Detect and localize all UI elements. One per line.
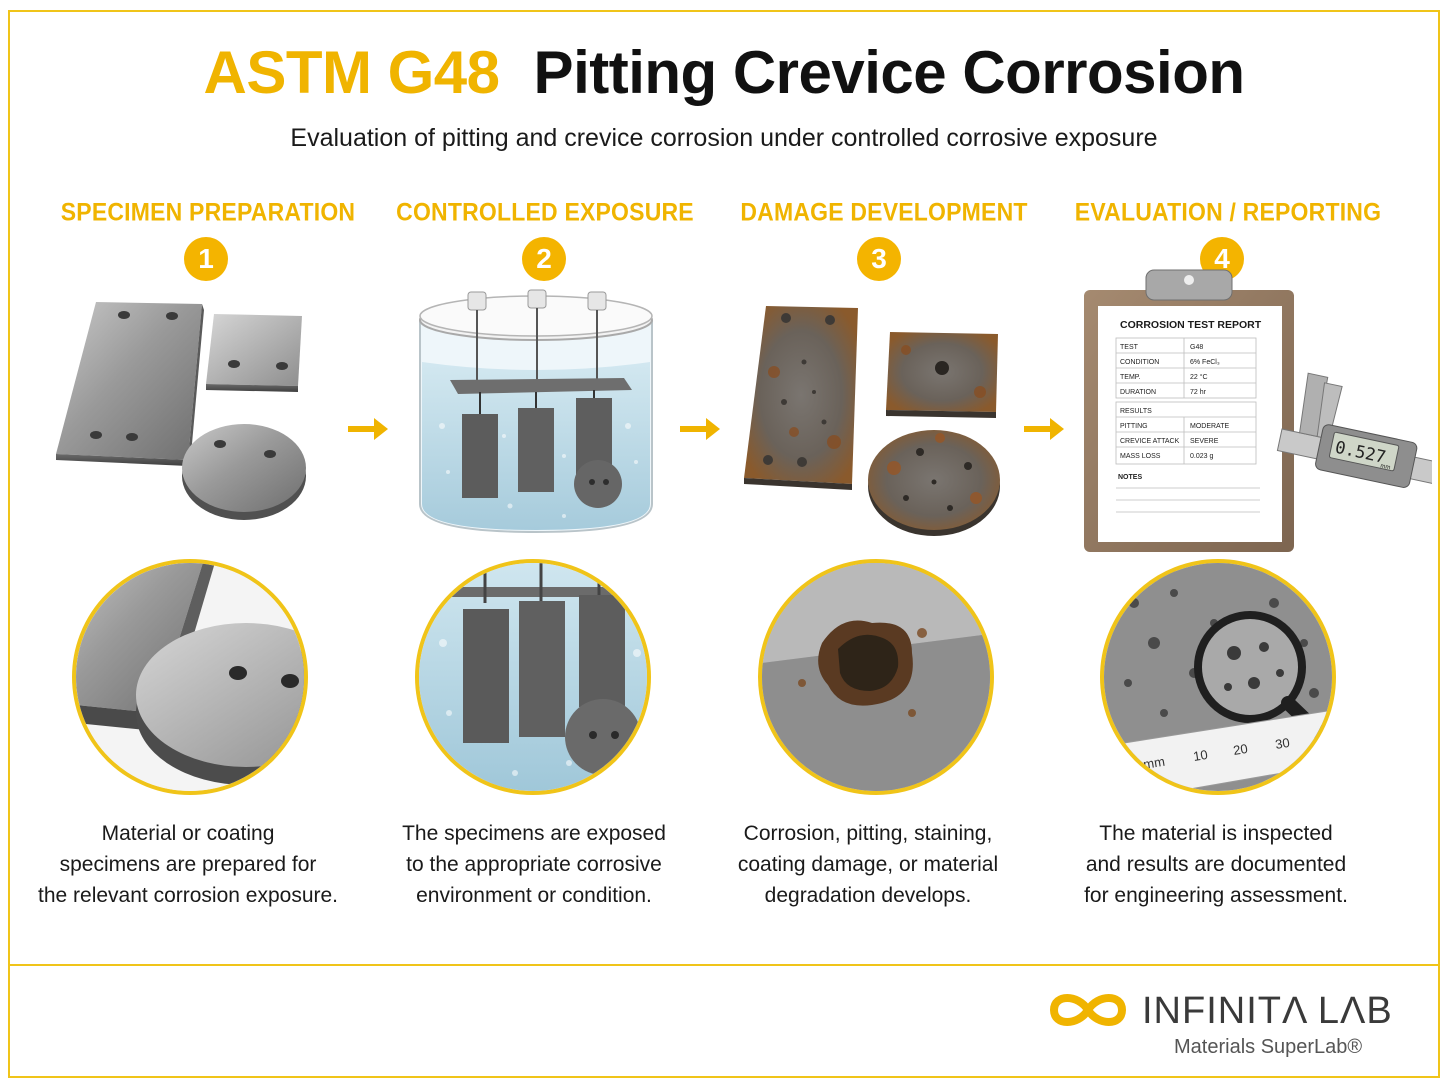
step-2-caption: The specimens are exposed to the appropr… <box>402 822 666 907</box>
report-notes-label: NOTES <box>1118 474 1142 481</box>
test-name: Pitting Crevice Corrosion <box>533 39 1245 106</box>
report-result-value: MODERATE <box>1190 423 1229 430</box>
brand-logo: INFINITΛ LΛB Materials SuperLab® <box>1048 986 1398 1066</box>
ruler-tick-label: 20 <box>1232 741 1249 758</box>
standard-code: ASTM G48 <box>203 39 500 106</box>
report-row-label: TEST <box>1120 344 1139 351</box>
immersion-beaker-illustration <box>419 289 653 534</box>
report-row-value: 6% FeCl₃ <box>1190 359 1220 366</box>
magnifier-icon <box>1194 611 1306 723</box>
ruler-tick-label: 30 <box>1274 735 1291 752</box>
report-row-value: G48 <box>1190 344 1203 351</box>
step-1-number-badge: 1 <box>184 237 228 281</box>
clean-specimens-illustration <box>56 302 306 520</box>
digital-caliper-icon: 0.527 mm <box>1276 372 1432 488</box>
arrow-right-icon <box>680 418 720 440</box>
report-row-label: DURATION <box>1120 389 1156 396</box>
report-title: CORROSION TEST REPORT <box>1120 319 1262 331</box>
step-2-number-badge: 2 <box>522 237 566 281</box>
report-row-value: 72 hr <box>1190 389 1207 396</box>
report-clipboard-illustration: CORROSION TEST REPORT TEST G48 CONDITION… <box>1084 269 1432 552</box>
page-subtitle: Evaluation of pitting and crevice corros… <box>290 124 1158 152</box>
page-title: ASTM G48 Pitting Crevice Corrosion <box>0 38 1448 107</box>
rectangular-specimen <box>56 302 202 460</box>
step-3-number-badge: 3 <box>857 237 901 281</box>
page-frame <box>8 10 1440 1078</box>
square-specimen <box>206 314 302 386</box>
report-result-value: SEVERE <box>1190 438 1219 445</box>
report-result-label: PITTING <box>1120 423 1148 430</box>
arrow-right-icon <box>348 418 388 440</box>
brand-tagline: Materials SuperLab® <box>1174 1036 1363 1058</box>
report-result-label: CREVICE ATTACK <box>1120 438 1180 445</box>
step-3-title: DAMAGE DEVELOPMENT <box>740 197 1028 226</box>
detail-circle-damage-development <box>758 559 994 795</box>
detail-circle-specimen-preparation <box>72 559 308 795</box>
step-4-title: EVALUATION / REPORTING <box>1074 197 1382 226</box>
report-sheet <box>1098 306 1282 542</box>
report-row-label: TEMP. <box>1120 374 1141 381</box>
arrow-right-icon <box>1024 418 1064 440</box>
caliper-unit: mm <box>1380 463 1391 471</box>
report-result-label: MASS LOSS <box>1120 453 1161 460</box>
ruler-tick-label: 10 <box>1192 747 1209 764</box>
immersed-specimen <box>462 414 498 498</box>
immersed-disc-specimen <box>574 460 622 508</box>
disc-specimen <box>182 424 306 512</box>
immersed-specimen <box>518 408 554 492</box>
brand-name: INFINITΛ LΛB <box>1142 990 1393 1032</box>
step-1-caption: Material or coating specimens are prepar… <box>38 822 338 907</box>
report-results-label: RESULTS <box>1120 408 1152 415</box>
report-row-label: CONDITION <box>1120 359 1159 366</box>
step-2-title: CONTROLLED EXPOSURE <box>396 197 694 226</box>
infinity-icon <box>1049 994 1127 1026</box>
corroded-specimens-illustration <box>744 306 1000 536</box>
report-result-value: 0.023 g <box>1190 453 1213 460</box>
step-1-title: SPECIMEN PREPARATION <box>60 197 356 226</box>
footer-divider <box>8 964 1440 966</box>
step-3-caption: Corrosion, pitting, staining, coating da… <box>737 822 999 907</box>
detail-circle-controlled-exposure <box>415 559 651 795</box>
step-4-caption: The material is inspected and results ar… <box>1084 822 1348 907</box>
detail-circle-evaluation: mm 10 20 30 <box>1100 559 1336 795</box>
ruler-unit: mm <box>1142 754 1166 772</box>
report-row-value: 22 °C <box>1190 373 1208 381</box>
